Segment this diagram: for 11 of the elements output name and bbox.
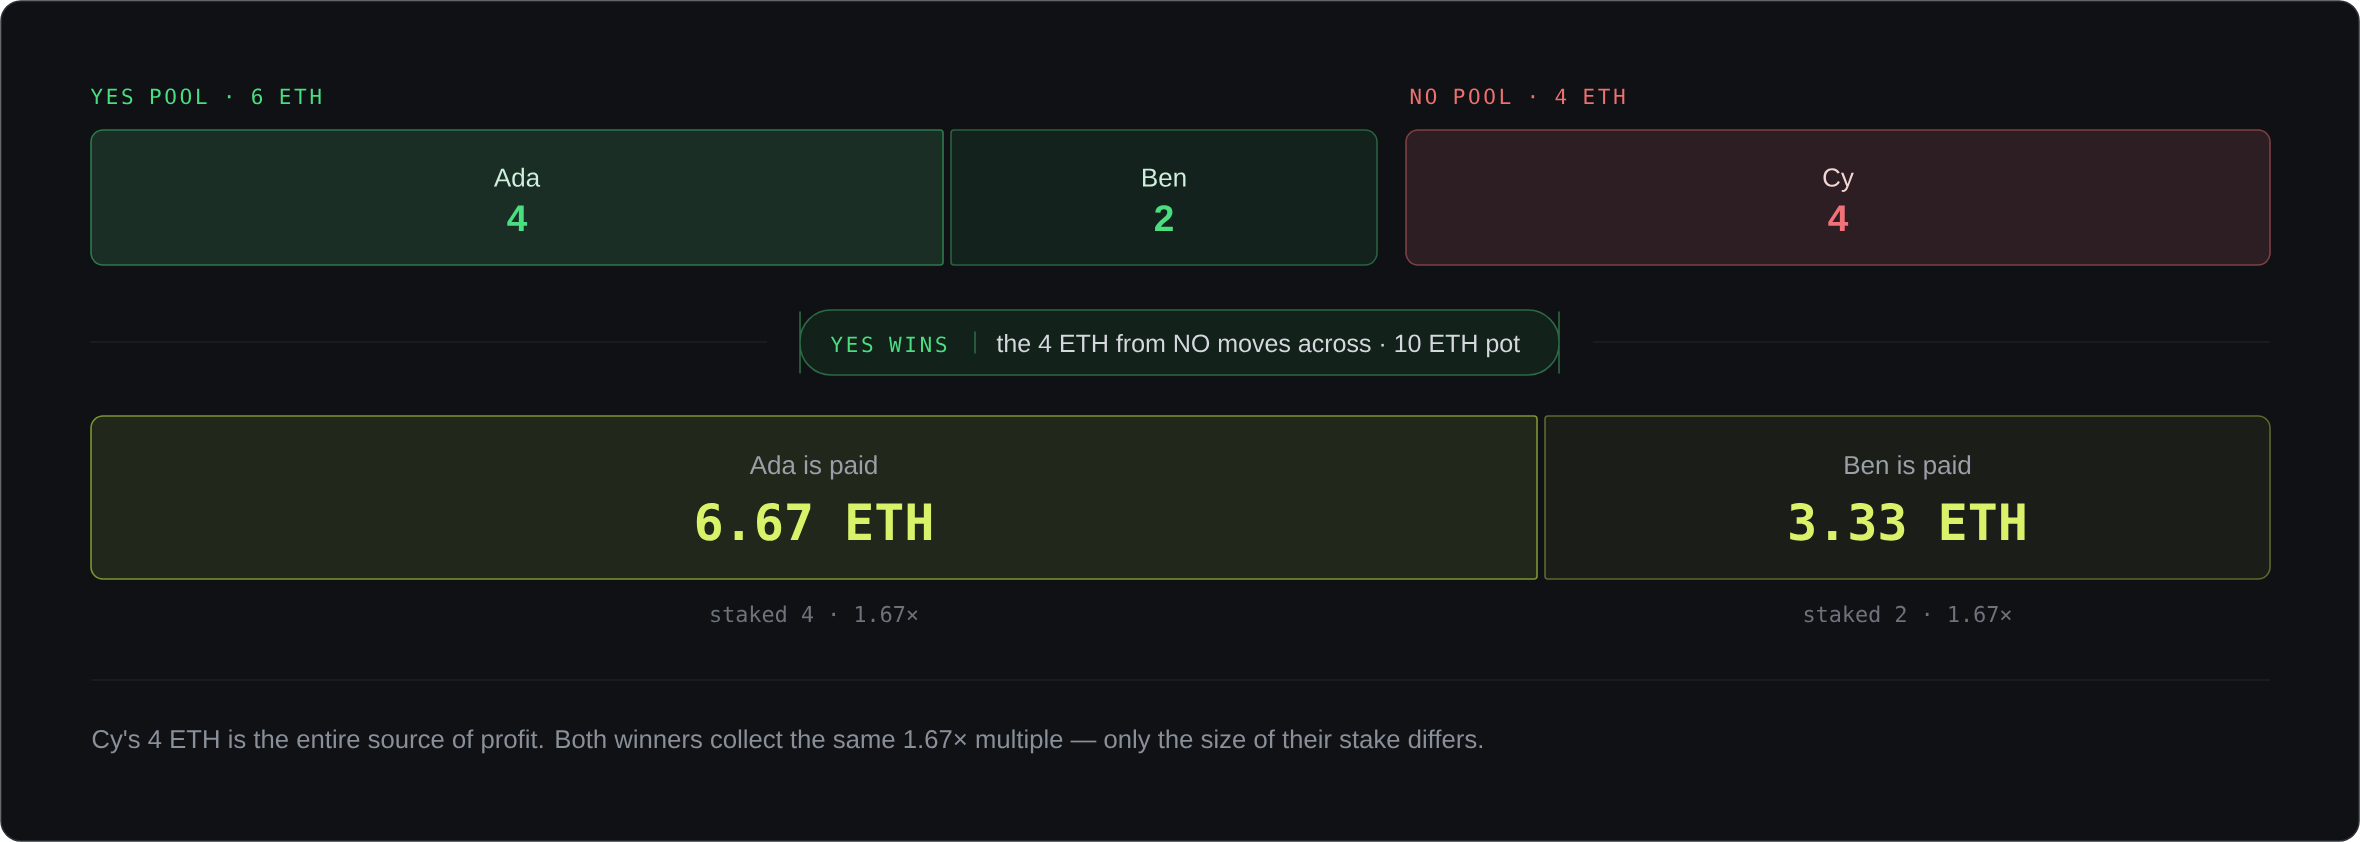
stake-box: Ada 4 [90,129,944,266]
caption-text: Cy's 4 ETH is the entire source of profit. Both winners collect the same 1.67× multiple — only the size of their stake differs. [92,729,1482,754]
stake-box: Cy 4 [1405,129,2271,266]
pool-label: YES POOL · 6 ETH [90,88,321,105]
stake-note: staked 2 · 1.67× [1804,605,2011,623]
pool-label: NO POOL · 4 ETH [1410,88,1625,105]
stake-note: staked 4 · 1.67× [711,605,918,623]
payout-box: Ada is paid 6.67 ETH [90,415,1538,580]
payout-box: Ben is paid 3.33 ETH [1544,415,2271,580]
stake-box: Ben 2 [950,129,1378,266]
status-pill: YES WINS the 4 ETH from NO moves across · 10 ETH pot [799,309,1560,376]
